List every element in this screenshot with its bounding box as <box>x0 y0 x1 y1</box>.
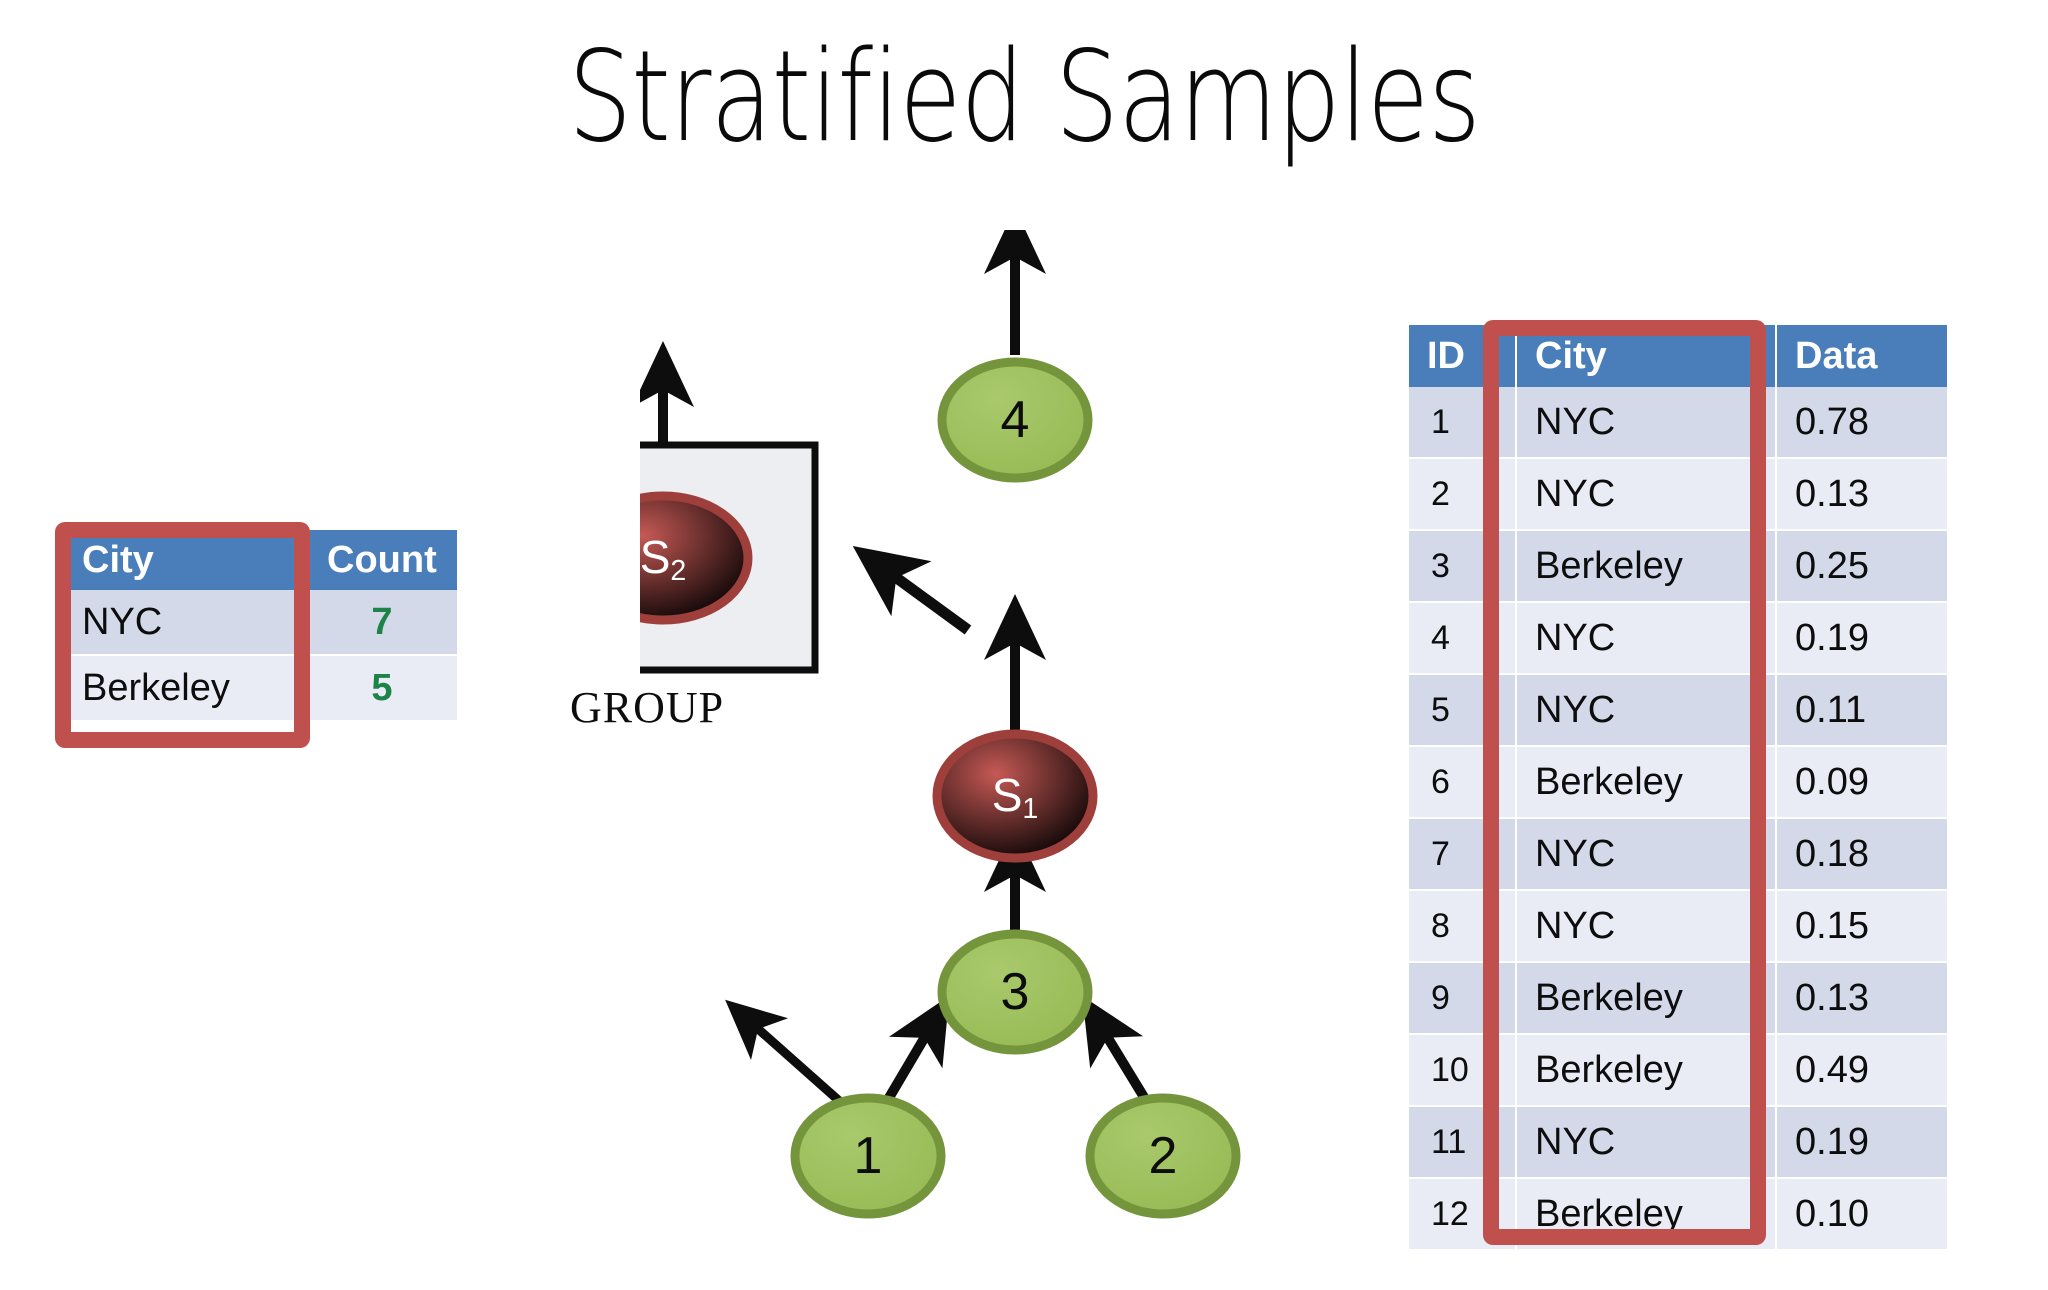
table-header-row: ID City Data <box>1409 325 1947 387</box>
graph-node-1[interactable] <box>790 1093 946 1219</box>
right-table-header: ID City Data <box>1409 325 1947 387</box>
cell-data: 0.10 <box>1777 1179 1947 1251</box>
cell-data: 0.25 <box>1777 531 1947 603</box>
cell-id: 3 <box>1409 531 1517 603</box>
cell-id: 6 <box>1409 747 1517 819</box>
cell-id: 10 <box>1409 1035 1517 1107</box>
graph-node-4[interactable] <box>937 357 1093 483</box>
right-col-header-id: ID <box>1409 325 1517 387</box>
cell-city: NYC <box>1517 819 1777 891</box>
left-col-header-count: Count <box>307 530 457 590</box>
city-count-table: City Count NYC 7 Berkeley 5 <box>62 530 457 722</box>
graph-node-3[interactable] <box>937 929 1093 1055</box>
cell-count: 7 <box>307 590 457 656</box>
graph-node-s2[interactable] <box>640 491 753 625</box>
cell-data: 0.15 <box>1777 891 1947 963</box>
cell-city: Berkeley <box>1517 963 1777 1035</box>
table-header-row: City Count <box>62 530 457 590</box>
cell-data: 0.19 <box>1777 603 1947 675</box>
cell-id: 7 <box>1409 819 1517 891</box>
cell-city: NYC <box>1517 459 1777 531</box>
page-title: Stratified Samples <box>568 23 1481 170</box>
table-row[interactable]: Berkeley 5 <box>62 656 457 722</box>
left-table-body: NYC 7 Berkeley 5 <box>62 590 457 722</box>
cell-city: Berkeley <box>62 656 307 722</box>
right-col-header-city: City <box>1517 325 1777 387</box>
edge-s1-to-s2 <box>852 545 972 635</box>
cell-id: 9 <box>1409 963 1517 1035</box>
cell-city: NYC <box>1517 603 1777 675</box>
table-row[interactable]: NYC 7 <box>62 590 457 656</box>
cell-data: 0.09 <box>1777 747 1947 819</box>
left-col-header-city: City <box>62 530 307 590</box>
cell-city: NYC <box>1517 387 1777 459</box>
cell-id: 8 <box>1409 891 1517 963</box>
cell-city: NYC <box>1517 891 1777 963</box>
cell-data: 0.49 <box>1777 1035 1947 1107</box>
dataflow-graph: 4 3 1 2 S1 S2 GROUP <box>570 230 1280 1290</box>
cell-city: Berkeley <box>1517 531 1777 603</box>
cell-id: 12 <box>1409 1179 1517 1251</box>
group-box-label: GROUP <box>570 683 725 732</box>
cell-data: 0.13 <box>1777 963 1947 1035</box>
cell-city: Berkeley <box>1517 1179 1777 1251</box>
cell-city: Berkeley <box>1517 1035 1777 1107</box>
cell-count: 5 <box>307 656 457 722</box>
cell-data: 0.13 <box>1777 459 1947 531</box>
cell-city: NYC <box>1517 675 1777 747</box>
left-table-header: City Count <box>62 530 457 590</box>
cell-id: 2 <box>1409 459 1517 531</box>
cell-data: 0.18 <box>1777 819 1947 891</box>
cell-data: 0.11 <box>1777 675 1947 747</box>
cell-city: NYC <box>62 590 307 656</box>
right-col-header-data: Data <box>1777 325 1947 387</box>
cell-id: 1 <box>1409 387 1517 459</box>
cell-id: 4 <box>1409 603 1517 675</box>
graph-node-2[interactable] <box>1085 1093 1241 1219</box>
cell-data: 0.78 <box>1777 387 1947 459</box>
cell-data: 0.19 <box>1777 1107 1947 1179</box>
graph-node-s1[interactable] <box>932 729 1098 863</box>
cell-id: 5 <box>1409 675 1517 747</box>
cell-city: Berkeley <box>1517 747 1777 819</box>
cell-city: NYC <box>1517 1107 1777 1179</box>
cell-id: 11 <box>1409 1107 1517 1179</box>
graph-svg <box>640 230 1241 1219</box>
